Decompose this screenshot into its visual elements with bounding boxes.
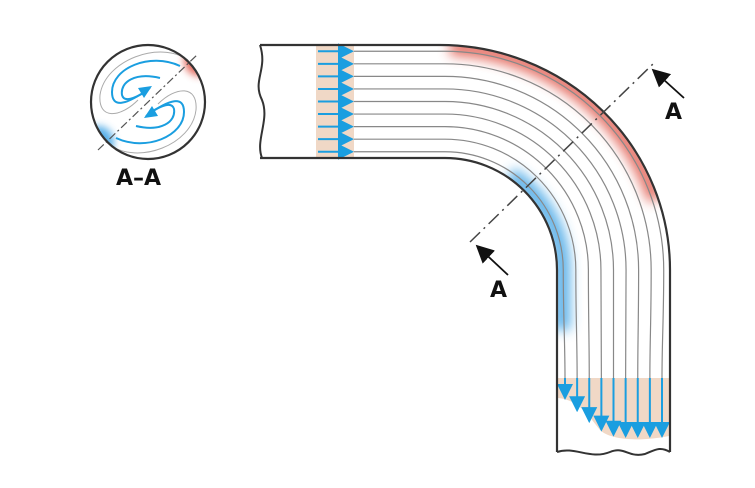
streamline	[354, 151, 566, 379]
section-marker-top: A	[665, 100, 683, 125]
pipe-inner-wall	[260, 156, 559, 452]
section-arrow-bottom	[475, 244, 509, 276]
streamline	[354, 113, 602, 379]
streamline	[354, 88, 627, 379]
high-pressure-glow	[449, 45, 662, 203]
section-arrow-top	[651, 68, 685, 99]
section-line	[469, 61, 656, 243]
streamline	[354, 75, 640, 379]
streamline	[354, 126, 590, 379]
streamlines	[354, 50, 665, 379]
streamline	[354, 138, 578, 379]
cross-section-view	[89, 43, 207, 161]
outlet-break-line	[556, 447, 671, 456]
streamline	[354, 50, 665, 379]
cross-section-circle	[89, 43, 207, 161]
streamline	[354, 63, 652, 379]
low-pressure-glow	[505, 168, 571, 330]
section-marker-bottom: A	[490, 278, 508, 303]
streamline	[354, 100, 615, 378]
section-title: A–A	[116, 166, 162, 191]
pipe-outer-wall	[260, 43, 672, 452]
inlet-break-line	[257, 44, 266, 159]
velocity-arrows	[318, 43, 670, 438]
